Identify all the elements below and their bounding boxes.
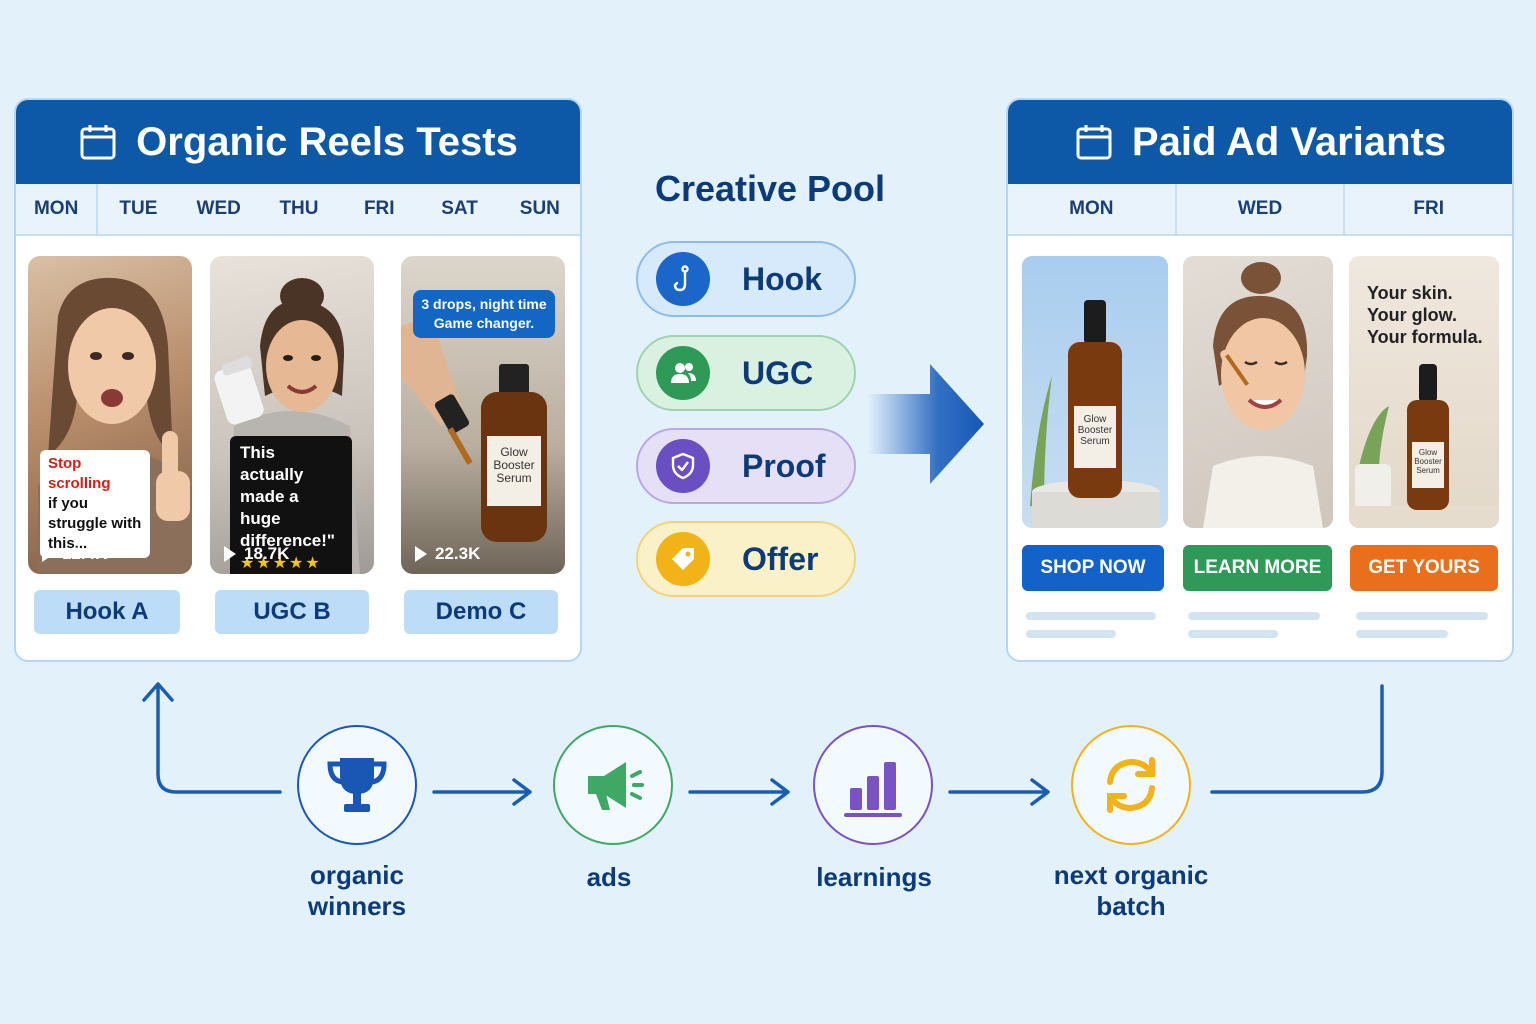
pool-item-offer[interactable]: Offer — [636, 521, 856, 597]
flow-label-learnings: learnings — [816, 862, 932, 892]
learn-more-button[interactable]: LEARN MORE — [1183, 545, 1332, 591]
reel-a-caption-highlight: Stop scrolling — [48, 455, 111, 492]
ad-image-headline-bottle[interactable]: Your skin. Your glow. Your formula. Glow… — [1349, 256, 1499, 528]
placeholder-line — [1188, 612, 1320, 620]
flow-node-next-organic-batch[interactable] — [1071, 725, 1191, 845]
shop-now-button[interactable]: SHOP NOW — [1022, 545, 1164, 591]
ad-3-headline: Your skin. Your glow. Your formula. — [1367, 283, 1483, 347]
calendar-icon — [1076, 125, 1112, 160]
day-tue: TUE — [119, 198, 158, 219]
reel-c-views: 22.3K — [415, 544, 480, 564]
pool-item-proof[interactable]: Proof — [636, 428, 856, 504]
placeholder-line — [1356, 612, 1488, 620]
day-mon: MON — [16, 184, 99, 234]
pool-item-hook[interactable]: Hook — [636, 241, 856, 317]
trophy-icon — [327, 758, 387, 812]
play-icon — [42, 546, 54, 562]
pool-item-offer-label: Offer — [742, 540, 819, 577]
day-mon: MON — [1069, 198, 1114, 219]
tag-icon — [656, 532, 710, 586]
reel-a-views: 12.4K — [42, 544, 107, 564]
reel-b-caption-text: This actually made a huge difference!" — [240, 443, 335, 550]
reel-tag-hook-a[interactable]: Hook A — [34, 590, 180, 634]
reel-a-caption-text: if you struggle with this... — [48, 495, 142, 552]
play-icon — [415, 546, 427, 562]
pool-item-proof-label: Proof — [742, 447, 826, 484]
ad-image-bottle-pedestal[interactable]: Glow Booster Serum — [1022, 256, 1168, 528]
flow-label-next-organic-batch: next organic batch — [1053, 860, 1209, 921]
shield-check-icon — [656, 439, 710, 493]
placeholder-line — [1188, 630, 1278, 638]
serum-bottle-pedestal-photo — [1030, 300, 1160, 528]
bar-chart-icon — [844, 762, 902, 817]
pool-to-ads-arrow-icon — [868, 364, 984, 484]
organic-panel-header: Organic Reels Tests — [16, 100, 580, 184]
hook-icon — [656, 252, 710, 306]
flow-node-learnings[interactable] — [813, 725, 933, 845]
refresh-icon — [1107, 757, 1155, 813]
flow-node-ads[interactable] — [553, 725, 673, 845]
get-yours-button[interactable]: GET YOURS — [1350, 545, 1498, 591]
day-sun: SUN — [519, 198, 560, 219]
placeholder-line — [1026, 630, 1116, 638]
rating-stars: ★★★★★ — [240, 555, 322, 572]
organic-panel-title: Organic Reels Tests — [136, 119, 518, 164]
reel-c-bottle-label: Glow Booster Serum — [487, 436, 541, 506]
reel-ugc-b[interactable]: This actually made a huge difference!" ★… — [210, 256, 374, 574]
day-fri: FRI — [363, 198, 395, 219]
day-fri: FRI — [1343, 184, 1512, 234]
day-wed: WED — [196, 198, 241, 219]
reel-tag-ugc-b[interactable]: UGC B — [215, 590, 369, 634]
reel-tag-demo-c[interactable]: Demo C — [404, 590, 558, 634]
day-sat: SAT — [441, 198, 478, 219]
reel-b-caption: This actually made a huge difference!" ★… — [230, 436, 352, 574]
reel-b-views: 18.7K — [224, 544, 289, 564]
ad-1-bottle-label: Glow Booster Serum — [1074, 406, 1116, 468]
placeholder-line — [1356, 630, 1448, 638]
reel-demo-c[interactable]: 3 drops, night time Game changer. Glow B… — [401, 256, 565, 574]
pool-item-hook-label: Hook — [742, 260, 822, 297]
calendar-icon — [80, 125, 116, 160]
reel-hook-a[interactable]: Stop scrolling if you struggle with this… — [28, 256, 192, 574]
paid-panel-header: Paid Ad Variants — [1008, 100, 1512, 184]
ad-image-woman-dropper[interactable] — [1183, 256, 1333, 528]
reel-c-speech-bubble: 3 drops, night time Game changer. — [413, 290, 555, 338]
megaphone-icon — [588, 762, 644, 810]
reel-a-caption: Stop scrolling if you struggle with this… — [40, 450, 150, 558]
day-wed: WED — [1174, 184, 1344, 234]
ad-3-bottle-label: Glow Booster Serum — [1412, 442, 1444, 488]
placeholder-line — [1026, 612, 1156, 620]
creative-pool-title: Creative Pool — [654, 168, 886, 209]
paid-panel-title: Paid Ad Variants — [1131, 119, 1447, 164]
day-thu: THU — [279, 198, 319, 219]
organic-day-row: MON TUE WED THU FRI SAT SUN — [16, 184, 580, 236]
pool-item-ugc-label: UGC — [742, 354, 814, 391]
flow-label-ads: ads — [586, 862, 632, 892]
paid-day-row: MON WED FRI — [1008, 184, 1512, 236]
pool-item-ugc[interactable]: UGC — [636, 335, 856, 411]
woman-applying-serum-photo — [1203, 262, 1323, 528]
play-icon — [224, 546, 236, 562]
users-icon — [656, 346, 710, 400]
flow-label-organic-winners: organic winners — [307, 860, 407, 921]
flow-node-organic-winners[interactable] — [297, 725, 417, 845]
